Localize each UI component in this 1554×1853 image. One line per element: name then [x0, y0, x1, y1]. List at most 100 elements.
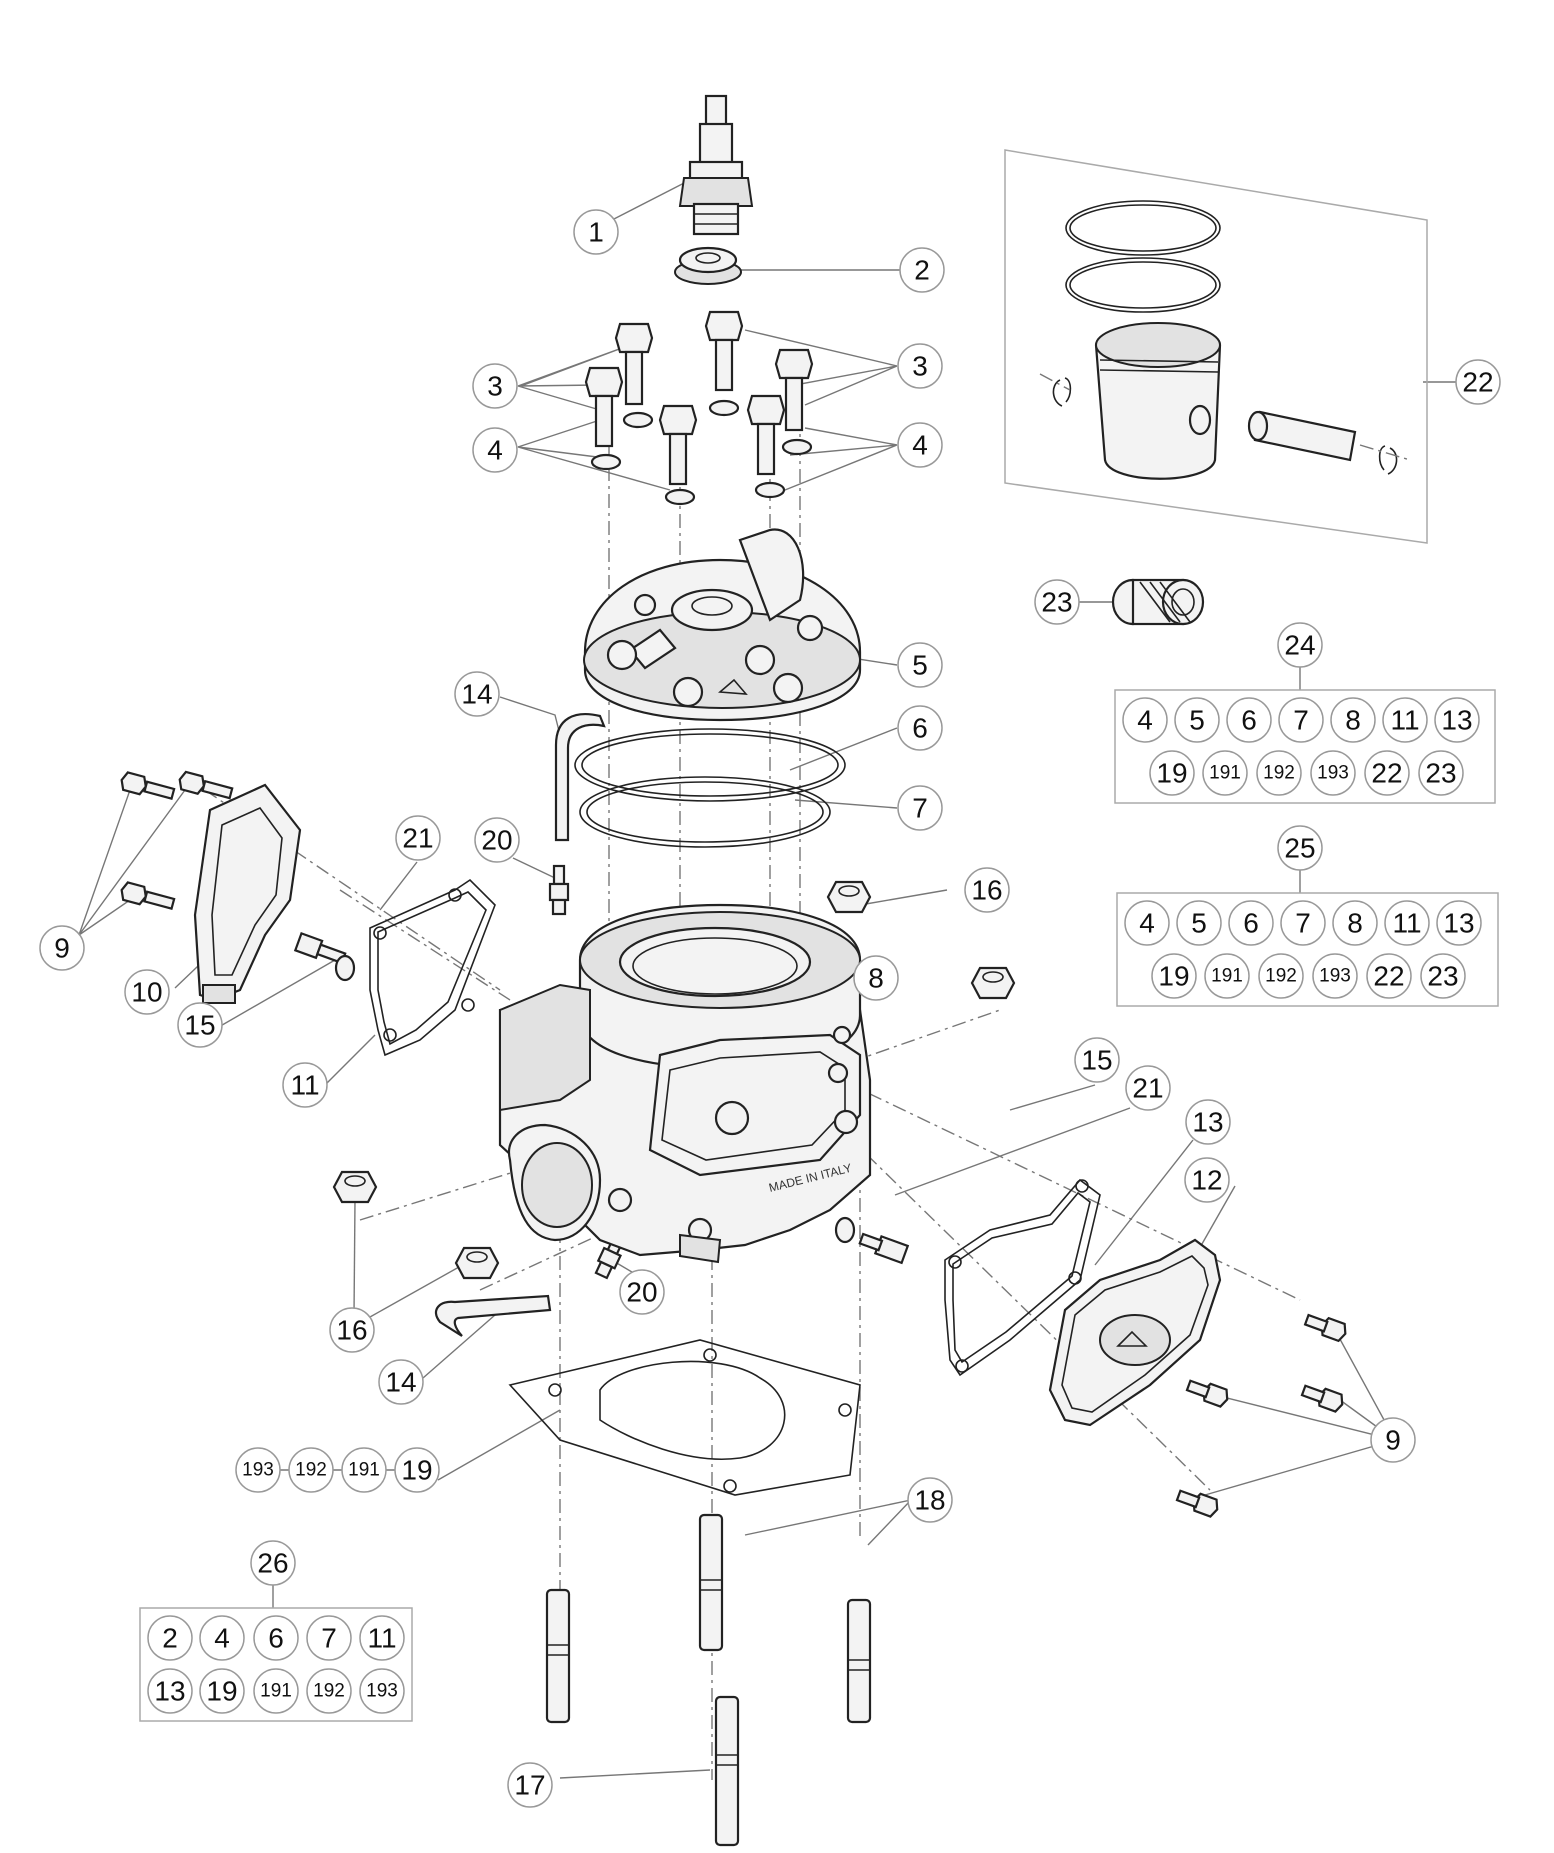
- svg-text:1: 1: [588, 217, 604, 248]
- kit-26-item: [147, 1668, 193, 1714]
- kit-24-item-text: 8: [1345, 705, 1361, 736]
- callout-6: 6: [897, 705, 943, 751]
- kit-24-label: 24: [1277, 622, 1323, 668]
- svg-text:21: 21: [402, 823, 433, 854]
- left-washer: [334, 954, 356, 982]
- kit-24-item: [1434, 697, 1480, 743]
- callout-8: 8: [853, 955, 899, 1001]
- kit-25-item-text: 8: [1347, 908, 1363, 939]
- callout-2: 2: [899, 247, 945, 293]
- stud-2: [846, 1598, 872, 1724]
- kit-24-item-text: 11: [1390, 705, 1419, 736]
- callout-21-right: 21: [1125, 1065, 1171, 1111]
- svg-text:16: 16: [971, 875, 1002, 906]
- needle-bearing: [1111, 578, 1205, 626]
- kit-25-item: [1124, 900, 1170, 946]
- kit-25-item-text: 6: [1243, 908, 1259, 939]
- svg-text:18: 18: [914, 1485, 945, 1516]
- kit-25-item: [1176, 900, 1222, 946]
- kit-25-item-text: 5: [1191, 908, 1207, 939]
- leader-lines: [78, 179, 1470, 1779]
- cylinder-head: [583, 528, 862, 722]
- spark-plug: [678, 94, 754, 236]
- kit-25-label: 25: [1277, 825, 1323, 871]
- right-valve-cover: [1048, 1238, 1222, 1427]
- svg-text:9: 9: [1385, 1425, 1401, 1456]
- kit-25-item-text: 7: [1295, 908, 1311, 939]
- kit-24-item-text: 13: [1441, 705, 1472, 736]
- kit-26-item-text: 6: [268, 1623, 284, 1654]
- svg-text:10: 10: [131, 977, 162, 1008]
- svg-text:13: 13: [1192, 1107, 1223, 1138]
- cylinder: MADE IN ITALY: [498, 903, 872, 1264]
- svg-text:23: 23: [1041, 587, 1072, 618]
- callout-10: 10: [124, 969, 170, 1015]
- coolant-hose-upper: [554, 713, 606, 842]
- kit-24-item: [1418, 750, 1464, 796]
- svg-text:19: 19: [401, 1455, 432, 1486]
- kit-25-item: [1420, 953, 1466, 999]
- svg-text:193: 193: [242, 1460, 274, 1481]
- svg-text:21: 21: [1132, 1073, 1163, 1104]
- svg-text:6: 6: [912, 713, 928, 744]
- head-o-rings: [574, 728, 846, 848]
- svg-text:191: 191: [348, 1460, 380, 1481]
- kit-26-item-text: 191: [260, 1681, 292, 1702]
- svg-text:15: 15: [184, 1010, 215, 1041]
- kit-25-item: [1436, 900, 1482, 946]
- kit-24-item-text: 22: [1371, 758, 1402, 789]
- coolant-hose-lower: [434, 1294, 552, 1337]
- kit-24-item: [1330, 697, 1376, 743]
- kit-25-item-text: 19: [1158, 961, 1189, 992]
- callout-14-upper: 14: [454, 671, 500, 717]
- kit-24-item-text: 19: [1156, 758, 1187, 789]
- stud-4: [714, 1695, 740, 1847]
- right-washer: [834, 1216, 856, 1244]
- svg-text:20: 20: [481, 825, 512, 856]
- kit-24-item-text: 4: [1137, 705, 1153, 736]
- callout-3-right: 3: [897, 343, 943, 389]
- svg-text:14: 14: [385, 1367, 416, 1398]
- kit-25-item: [1204, 953, 1250, 999]
- svg-text:16: 16: [336, 1315, 367, 1346]
- svg-text:3: 3: [487, 371, 503, 402]
- kit-26-item: [199, 1615, 245, 1661]
- svg-text:24: 24: [1284, 630, 1315, 661]
- kit-24-item: [1202, 750, 1248, 796]
- callout-9-left: 9: [39, 925, 85, 971]
- right-cover-bolts: [1175, 1313, 1347, 1518]
- callout-15-left: 15: [177, 1002, 223, 1048]
- kit-26-item: [359, 1668, 405, 1714]
- callout-4-right: 4: [897, 422, 943, 468]
- piston-kit: [1004, 149, 1428, 544]
- svg-text:9: 9: [54, 933, 70, 964]
- callout-21-left: 21: [395, 815, 441, 861]
- svg-text:192: 192: [295, 1460, 327, 1481]
- kit-24-item-text: 193: [1317, 763, 1349, 784]
- right-gasket: [944, 1178, 1101, 1377]
- kit-25-item: [1228, 900, 1274, 946]
- kit-26-item-text: 4: [214, 1623, 230, 1654]
- nut-lower-1: [332, 1170, 378, 1204]
- kit-26-item-text: 7: [321, 1623, 337, 1654]
- nut-lower-2: [454, 1246, 500, 1280]
- kit-26-item: [199, 1668, 245, 1714]
- kit-25-item-text: 13: [1443, 908, 1474, 939]
- svg-text:8: 8: [868, 963, 884, 994]
- callout-19-192: 192: [288, 1447, 334, 1493]
- kit-26-item: [253, 1668, 299, 1714]
- kit-24-item: [1226, 697, 1272, 743]
- svg-text:17: 17: [514, 1770, 545, 1801]
- kit-24-item: [1310, 750, 1356, 796]
- kit-26-item: [359, 1615, 405, 1661]
- callout-19-193: 193: [235, 1447, 281, 1493]
- callout-17: 17: [507, 1762, 553, 1808]
- svg-text:3: 3: [912, 351, 928, 382]
- callout-1: 1: [573, 209, 619, 255]
- kit-26-item-text: 11: [367, 1623, 396, 1654]
- callout-11: 11: [282, 1062, 328, 1108]
- callout-13: 13: [1185, 1099, 1231, 1145]
- head-bolts: [584, 310, 814, 486]
- callout-12: 12: [1184, 1157, 1230, 1203]
